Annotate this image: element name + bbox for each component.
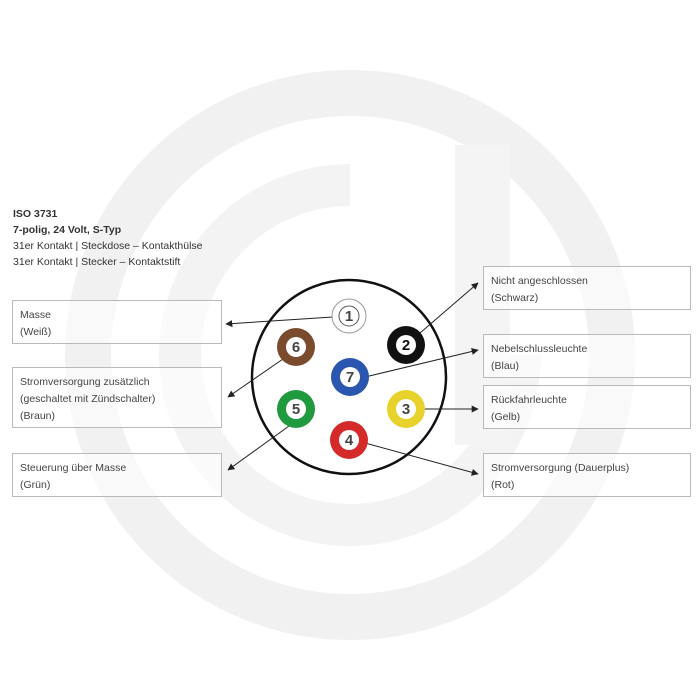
leader-pin6 bbox=[227, 358, 284, 398]
plug-description: 31er Kontakt | Stecker – Kontaktstift bbox=[13, 256, 181, 268]
leader-pin1 bbox=[225, 316, 334, 328]
pin-1-number: 1 bbox=[345, 308, 353, 325]
label-pin6-detail: (geschaltet mit Zündschalter) bbox=[20, 393, 156, 405]
pin-2: 2 bbox=[387, 326, 425, 364]
label-pin2: Nicht angeschlossen (Schwarz) bbox=[483, 266, 691, 310]
label-pin3-color: (Gelb) bbox=[491, 411, 521, 423]
label-pin6: Stromversorgung zusätzlich (geschaltet m… bbox=[12, 367, 222, 428]
pin-3: 3 bbox=[387, 390, 425, 428]
label-pin2-title: Nicht angeschlossen bbox=[491, 275, 588, 287]
pin-3-number: 3 bbox=[402, 401, 410, 418]
label-pin1-color: (Weiß) bbox=[20, 326, 52, 338]
label-pin5-color: (Grün) bbox=[20, 479, 51, 491]
leader-pin2 bbox=[419, 282, 479, 334]
label-pin3-title: Rückfahrleuchte bbox=[491, 394, 567, 406]
pin-4-number: 4 bbox=[345, 432, 354, 449]
label-pin3: Rückfahrleuchte (Gelb) bbox=[483, 385, 691, 429]
spec-subtitle: 7-polig, 24 Volt, S-Typ bbox=[13, 224, 122, 236]
pin-7: 7 bbox=[331, 358, 369, 396]
leader-pin5 bbox=[227, 425, 290, 471]
label-pin5-title: Steuerung über Masse bbox=[20, 462, 127, 474]
label-pin5: Steuerung über Masse (Grün) bbox=[12, 453, 222, 497]
pin-6: 6 bbox=[277, 328, 315, 366]
label-pin4: Stromversorgung (Dauerplus) (Rot) bbox=[483, 453, 691, 497]
label-pin1: Masse (Weiß) bbox=[12, 300, 222, 344]
pin-5: 5 bbox=[277, 390, 315, 428]
leader-pin7 bbox=[364, 348, 479, 378]
pin-5-number: 5 bbox=[292, 401, 300, 418]
connector-header: ISO 3731 7-polig, 24 Volt, S-Typ 31er Ko… bbox=[13, 206, 203, 270]
pin-7-number: 7 bbox=[346, 369, 354, 386]
label-pin4-color: (Rot) bbox=[491, 479, 515, 491]
label-pin7-color: (Blau) bbox=[491, 360, 520, 372]
label-pin6-color: (Braun) bbox=[20, 410, 56, 422]
label-pin1-title: Masse bbox=[20, 309, 51, 321]
label-pin6-title: Stromversorgung zusätzlich bbox=[20, 376, 150, 388]
socket-description: 31er Kontakt | Steckdose – Kontakthülse bbox=[13, 240, 203, 252]
label-pin2-color: (Schwarz) bbox=[491, 292, 539, 304]
standard-title: ISO 3731 bbox=[13, 208, 58, 220]
label-pin7: Nebelschlussleuchte (Blau) bbox=[483, 334, 691, 378]
pin-2-number: 2 bbox=[402, 337, 410, 354]
pin-6-number: 6 bbox=[292, 339, 300, 356]
label-pin7-title: Nebelschlussleuchte bbox=[491, 343, 588, 355]
label-pin4-title: Stromversorgung (Dauerplus) bbox=[491, 462, 630, 474]
leader-pin4 bbox=[364, 442, 479, 476]
pin-1: 1 bbox=[331, 298, 367, 334]
pin-4: 4 bbox=[330, 421, 368, 459]
